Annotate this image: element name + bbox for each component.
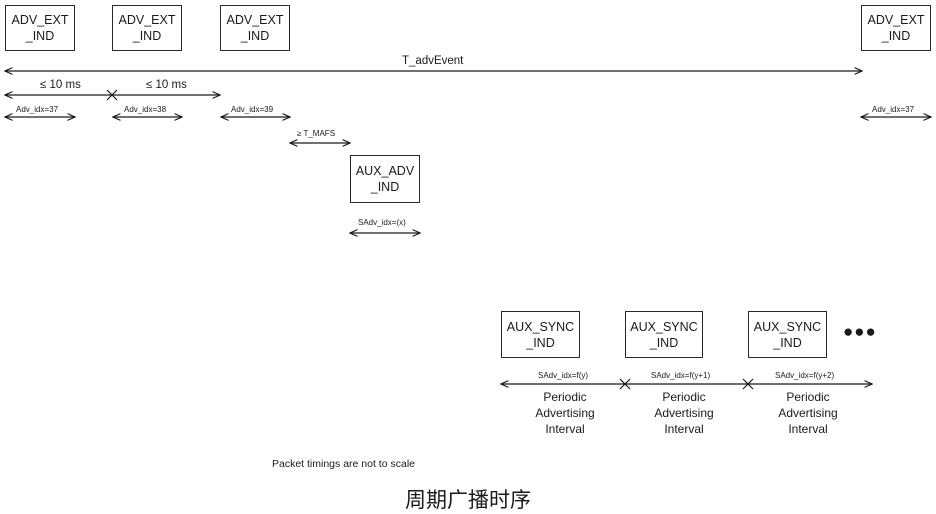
- periodic-advertising-interval-label-1: Periodic Advertising Interval: [535, 390, 595, 436]
- sadv-idx-fy-label: SAdv_idx=f(y): [538, 371, 589, 380]
- aux-sync-ind-packet-1: AUX_SYNC _IND: [501, 311, 580, 358]
- scale-note: Packet timings are not to scale: [272, 458, 415, 470]
- periodic-advertising-interval-label-2: Periodic Advertising Interval: [654, 390, 714, 436]
- adv-idx-38-label: Adv_idx=38: [124, 105, 167, 114]
- t-mafs-label: ≥ T_MAFS: [297, 129, 336, 138]
- sadv-idx-x-label: SAdv_idx=(x): [358, 218, 406, 227]
- interval-cross-mark-2: [742, 378, 754, 390]
- periodic-advertising-interval-label-3: Periodic Advertising Interval: [778, 390, 838, 436]
- adv-idx-37-next-label: Adv_idx=37: [872, 105, 915, 114]
- interval-cross-mark-1: [619, 378, 631, 390]
- gap-2-label: ≤ 10 ms: [146, 79, 187, 91]
- aux-sync-ind-packet-2: AUX_SYNC _IND: [625, 311, 703, 358]
- adv-idx-39-label: Adv_idx=39: [231, 105, 274, 114]
- gap-1-label: ≤ 10 ms: [40, 79, 81, 91]
- adv-ext-ind-packet-2: ADV_EXT _IND: [112, 5, 182, 51]
- ellipsis-dots: ●●●: [843, 322, 877, 341]
- t-adv-event-label: T_advEvent: [402, 55, 464, 67]
- diagram-caption: 周期广播时序: [405, 488, 531, 512]
- aux-adv-ind-packet: AUX_ADV _IND: [350, 155, 420, 203]
- adv-ext-ind-packet-4: ADV_EXT _IND: [861, 5, 931, 51]
- gap-cross-mark: [106, 89, 118, 101]
- adv-idx-37-label: Adv_idx=37: [16, 105, 59, 114]
- adv-ext-ind-packet-3: ADV_EXT _IND: [220, 5, 290, 51]
- adv-ext-ind-packet-1: ADV_EXT _IND: [5, 5, 75, 51]
- sadv-idx-fy1-label: SAdv_idx=f(y+1): [651, 371, 711, 380]
- sadv-idx-fy2-label: SAdv_idx=f(y+2): [775, 371, 835, 380]
- aux-sync-ind-packet-3: AUX_SYNC _IND: [748, 311, 827, 358]
